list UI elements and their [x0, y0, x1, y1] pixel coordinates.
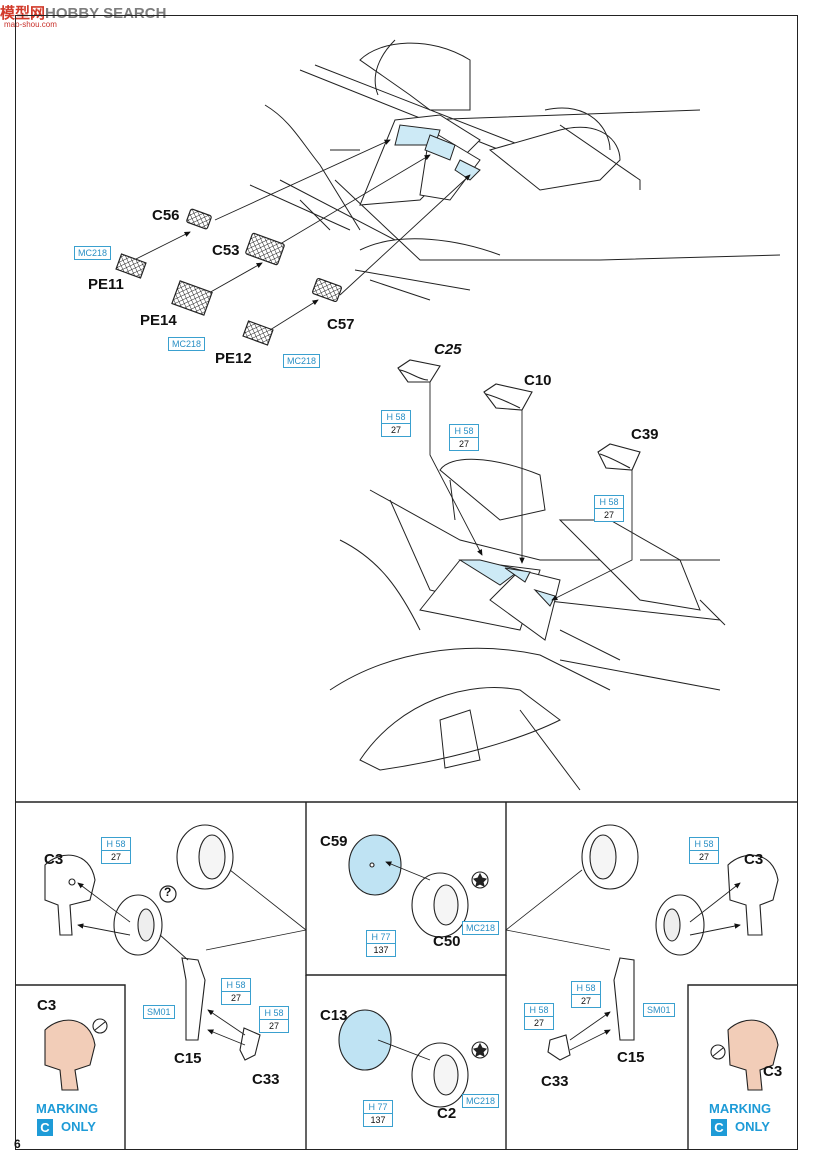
mesh-parts — [115, 208, 342, 346]
question-icon-left — [159, 885, 177, 903]
label-c13: C13 — [320, 1007, 348, 1024]
label-c59: C59 — [320, 833, 348, 850]
label-c2: C2 — [437, 1105, 457, 1122]
center-wheels — [338, 834, 469, 1108]
label-pe14: PE14 — [140, 312, 177, 329]
right-wheel-assembly — [547, 824, 779, 1061]
question-mark-left: ? — [164, 885, 172, 899]
star-icons — [471, 871, 489, 1059]
watermark-prefix: 模型网 — [0, 5, 46, 22]
marking-right-title: MARKING — [709, 1101, 772, 1116]
color-code-c50: MC218 — [462, 921, 500, 935]
label-c33-right: C33 — [541, 1073, 569, 1090]
label-c15-right: C15 — [617, 1049, 645, 1066]
page-number: 6 — [14, 1137, 21, 1151]
color-code-pe11: MC218 — [74, 246, 112, 260]
marking-left-part: C3 — [37, 997, 57, 1014]
label-pe11: PE11 — [88, 276, 124, 293]
label-c15-left: C15 — [174, 1050, 202, 1067]
label-c53: C53 — [212, 242, 240, 259]
marking-left-letter: C — [37, 1119, 53, 1136]
label-pe12: PE12 — [215, 350, 252, 367]
color-code-pe12: MC218 — [283, 354, 321, 368]
color-code-sm01-left: SM01 — [143, 1005, 175, 1019]
marking-left-only: ONLY — [61, 1119, 96, 1134]
label-c3-right: C3 — [744, 851, 764, 868]
label-c33-left: C33 — [252, 1071, 280, 1088]
scoop-parts — [397, 359, 641, 471]
color-code-sm01-right: SM01 — [643, 1003, 675, 1017]
label-c50: C50 — [433, 933, 461, 950]
marking-right-letter: C — [711, 1119, 727, 1136]
marking-part-left — [44, 1018, 108, 1091]
label-c3-left: C3 — [44, 851, 64, 868]
top-airframe — [249, 39, 781, 301]
watermark-sub: mao-shou.com — [4, 20, 57, 29]
color-code-c2: MC218 — [462, 1094, 500, 1108]
label-c39: C39 — [631, 426, 659, 443]
label-c56: C56 — [152, 207, 180, 224]
mid-airframe — [329, 458, 726, 791]
color-code-pe14: MC218 — [168, 337, 206, 351]
watermark: 模型网HOBBY SEARCH — [0, 2, 166, 23]
bottom-dividers — [15, 801, 798, 1150]
marking-right-only: ONLY — [735, 1119, 770, 1134]
instruction-frame — [15, 15, 798, 1150]
marking-left-title: MARKING — [36, 1101, 99, 1116]
watermark-site: HOBBY SEARCH — [45, 5, 167, 22]
label-c57: C57 — [327, 316, 355, 333]
marking-part-right — [710, 1019, 779, 1091]
left-wheel-assembly — [44, 824, 261, 1061]
label-c25: C25 — [434, 341, 462, 358]
label-c10: C10 — [524, 372, 552, 389]
marking-right-part: C3 — [763, 1063, 783, 1080]
